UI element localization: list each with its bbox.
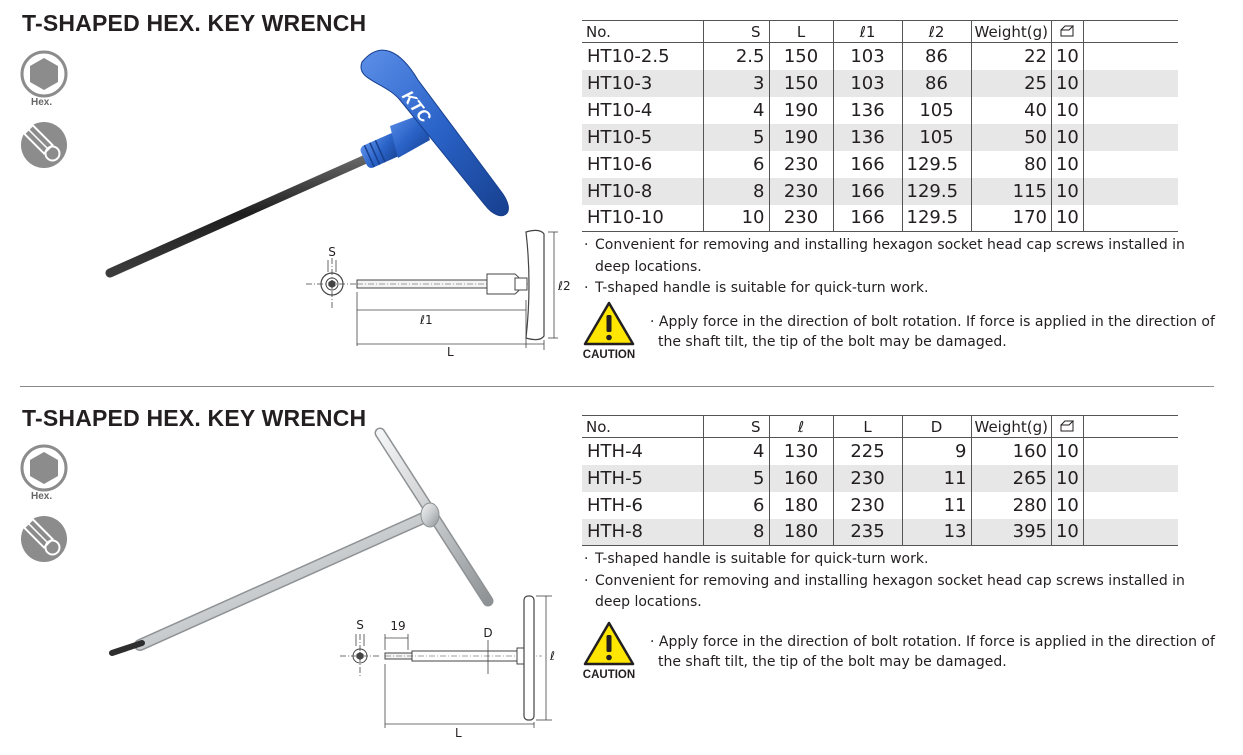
table-header-row: No. S ℓ L D Weight(g) — [582, 415, 1179, 438]
col-package-qty — [1050, 415, 1084, 438]
col-l: L — [768, 20, 833, 43]
col-weight: Weight(g) — [970, 20, 1052, 43]
svg-text:S: S — [356, 618, 364, 632]
section-divider — [20, 386, 1214, 387]
svg-text:L: L — [455, 726, 462, 740]
ht10-wrench-image: KTC — [105, 49, 509, 278]
svg-text:S: S — [328, 245, 336, 259]
hex-label: Hex. — [31, 491, 53, 502]
col-s: S — [702, 20, 769, 43]
col-L: L — [832, 415, 902, 438]
note-item: Convenient for removing and installing h… — [583, 235, 1213, 278]
caution-text: · Apply force in the direction of bolt r… — [650, 634, 1215, 670]
svg-text:L: L — [447, 345, 454, 359]
svg-text:19: 19 — [390, 619, 405, 633]
caution-label: CAUTION — [583, 349, 635, 361]
col-no: No. — [582, 20, 703, 43]
svg-text:ℓ: ℓ — [549, 649, 555, 663]
hex-socket-icon — [20, 444, 68, 492]
caution-icon: CAUTION — [583, 621, 635, 681]
caution-icon: CAUTION — [583, 301, 635, 361]
ht10-notes: Convenient for removing and installing h… — [583, 235, 1213, 300]
hth-dimension-drawing: S 19 D ℓ L — [340, 595, 555, 740]
ht10-dimension-drawing: S ℓ2 ℓ1 L — [306, 229, 571, 359]
hex-socket-icon — [20, 50, 68, 98]
svg-text:ℓ2: ℓ2 — [557, 279, 571, 293]
hth-wrench-image — [109, 427, 494, 656]
col-no: No. — [582, 415, 703, 438]
package-qty-icon — [1060, 419, 1074, 431]
table-header-row: No. S L ℓ1 ℓ2 Weight(g) — [582, 20, 1179, 43]
col-weight: Weight(g) — [970, 415, 1052, 438]
note-item: Convenient for removing and installing h… — [583, 571, 1213, 614]
col-l1: ℓ1 — [832, 20, 902, 43]
hex-label: Hex. — [31, 97, 53, 108]
svg-text:D: D — [483, 626, 492, 640]
package-qty-icon — [1060, 24, 1074, 36]
col-blank — [1082, 20, 1179, 43]
col-s: S — [702, 415, 769, 438]
note-item: T-shaped handle is suitable for quick-tu… — [583, 278, 1213, 300]
caution-label: CAUTION — [583, 669, 635, 681]
hth-notes: T-shaped handle is suitable for quick-tu… — [583, 549, 1213, 614]
col-D: D — [901, 415, 971, 438]
col-blank — [1082, 415, 1179, 438]
svg-text:ℓ1: ℓ1 — [419, 313, 433, 327]
col-l2: ℓ2 — [901, 20, 971, 43]
col-l: ℓ — [768, 415, 833, 438]
section2-title: T-SHAPED HEX. KEY WRENCH — [22, 405, 367, 431]
caution-text: · Apply force in the direction of bolt r… — [650, 314, 1215, 350]
ball-point-hex-icon — [21, 516, 67, 562]
col-package-qty — [1050, 20, 1084, 43]
note-item: T-shaped handle is suitable for quick-tu… — [583, 549, 1213, 571]
ball-point-hex-icon — [21, 122, 67, 168]
section1-title: T-SHAPED HEX. KEY WRENCH — [22, 10, 367, 36]
